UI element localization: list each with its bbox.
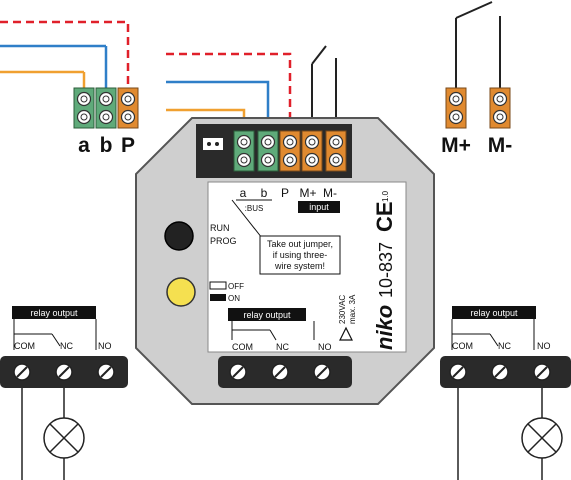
module-relay-no: NO bbox=[318, 342, 332, 352]
status-led bbox=[166, 277, 196, 307]
module-label-mminus: M- bbox=[323, 186, 337, 200]
module-label-a: a bbox=[240, 186, 247, 200]
brand-block: niko 10-837 CE 1.0 bbox=[372, 190, 397, 350]
right-relay-no: NO bbox=[537, 341, 551, 351]
left-relay-title: relay output bbox=[30, 308, 78, 318]
label-prog: PROG bbox=[210, 236, 237, 246]
prog-button[interactable] bbox=[164, 221, 194, 251]
module-label-p: P bbox=[281, 186, 289, 200]
switch-on-indicator[interactable] bbox=[210, 294, 226, 301]
input-label-box bbox=[298, 201, 340, 213]
switch-off-label: OFF bbox=[228, 282, 244, 291]
left-screw-com bbox=[13, 363, 31, 381]
module-relay-title-box bbox=[228, 308, 306, 321]
left-relay-nc: NC bbox=[60, 341, 73, 351]
brand-logo: niko bbox=[372, 305, 397, 350]
module-screw-no bbox=[313, 363, 331, 381]
right-lamp-icon bbox=[521, 417, 563, 459]
switch-on-label: ON bbox=[228, 294, 240, 303]
left-relay-no: NO bbox=[98, 341, 112, 351]
bus-terminal-left bbox=[73, 87, 139, 129]
current-label: max. 3A bbox=[348, 294, 357, 324]
bus-label-p: P bbox=[121, 134, 135, 157]
module-label-mplus: M+ bbox=[299, 186, 316, 200]
revision-label: 1.0 bbox=[381, 190, 390, 202]
jumper bbox=[203, 138, 223, 150]
right-relay-nc: NC bbox=[498, 341, 511, 351]
module-screw-nc bbox=[271, 363, 289, 381]
right-relay-title: relay output bbox=[470, 308, 518, 318]
label-run: RUN bbox=[210, 223, 230, 233]
model-number: 10-837 bbox=[376, 242, 396, 298]
module-label-b: b bbox=[261, 186, 268, 200]
jumper-note-line-2: if using three- bbox=[273, 250, 328, 260]
module-top-terminals bbox=[233, 130, 347, 172]
left-relay-title-box bbox=[12, 306, 96, 319]
jumper-note-line-3: wire system! bbox=[274, 261, 325, 271]
bus-label-a: a bbox=[78, 134, 90, 157]
motor-label-mplus: M+ bbox=[441, 134, 471, 157]
motor-switch-wires bbox=[455, 1, 501, 90]
module-relay-nc: NC bbox=[276, 342, 289, 352]
module-relay-com: COM bbox=[232, 342, 253, 352]
ce-mark: CE bbox=[372, 201, 397, 232]
right-screw-nc bbox=[491, 363, 509, 381]
right-relay-title-box bbox=[452, 306, 536, 319]
bus-wires-left bbox=[0, 20, 130, 88]
left-relay-com: COM bbox=[14, 341, 35, 351]
jumper-note-box bbox=[259, 235, 341, 275]
motor-label-mminus: M- bbox=[488, 134, 513, 157]
left-screw-no bbox=[97, 363, 115, 381]
voltage-label: 230VAC bbox=[338, 295, 347, 324]
left-lamp-icon bbox=[43, 417, 85, 459]
switch-off-indicator[interactable] bbox=[209, 281, 227, 290]
module-screw-com bbox=[229, 363, 247, 381]
module-relay-title: relay output bbox=[243, 310, 291, 320]
module-label-input: input bbox=[309, 202, 329, 212]
module-label-bus: :BUS bbox=[245, 204, 264, 213]
right-relay-com: COM bbox=[452, 341, 473, 351]
left-screw-nc bbox=[55, 363, 73, 381]
motor-terminal-right bbox=[445, 87, 511, 129]
voltage-warning: 230VAC max. 3A bbox=[338, 294, 357, 341]
right-screw-com bbox=[449, 363, 467, 381]
right-screw-no bbox=[533, 363, 551, 381]
bus-label-b: b bbox=[100, 134, 113, 157]
jumper-note-line-1: Take out jumper, bbox=[267, 239, 333, 249]
